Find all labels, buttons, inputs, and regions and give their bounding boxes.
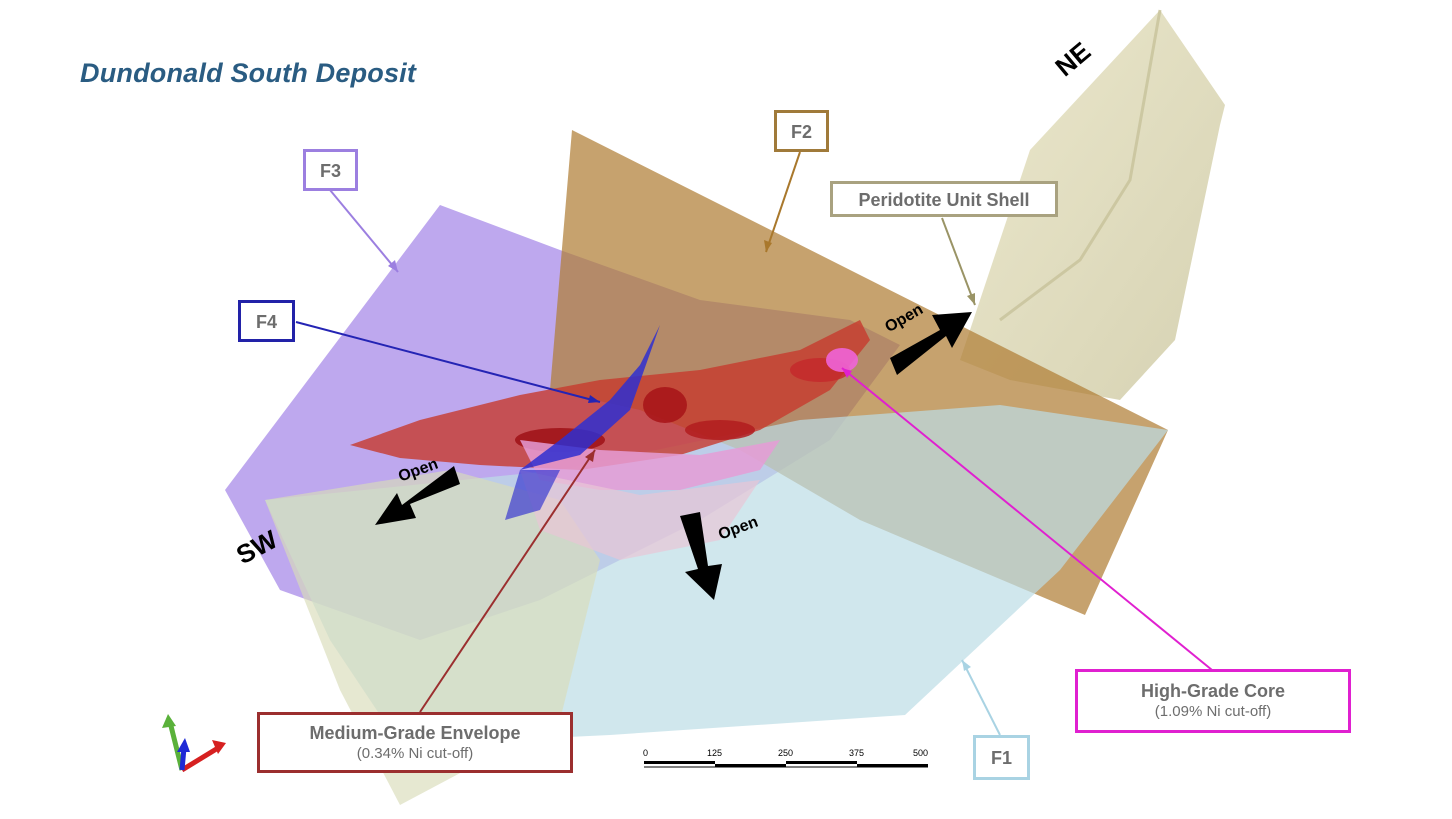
peridotite-shell-ne bbox=[960, 10, 1225, 400]
f2-leader-arrowhead bbox=[764, 240, 772, 252]
medium-grade-envelope-label: Medium-Grade Envelope (0.34% Ni cut-off) bbox=[257, 712, 573, 773]
f4-label: F4 bbox=[238, 300, 295, 342]
peridotite-shell-label: Peridotite Unit Shell bbox=[830, 181, 1058, 217]
page-title: Dundonald South Deposit bbox=[80, 58, 417, 88]
scale-tick-500: 500 bbox=[913, 748, 929, 758]
medium-grade-leader-line bbox=[419, 449, 596, 713]
f2-leader-line bbox=[765, 151, 801, 253]
f4-fault-lower bbox=[505, 470, 560, 520]
f1-leader-arrowhead bbox=[962, 660, 971, 671]
high-grade-leader-arrowhead bbox=[842, 368, 852, 378]
high-grade-core-lobe bbox=[826, 348, 858, 372]
peridotite-shell-ridge bbox=[999, 9, 1162, 322]
open-arrow-down bbox=[680, 512, 722, 600]
f4-fault-plane bbox=[520, 325, 660, 470]
high-grade-leader-line bbox=[841, 367, 1213, 671]
scale-tick-0: 0 bbox=[643, 748, 649, 758]
f1-leader-line bbox=[961, 659, 1001, 736]
high-grade-core-title: High-Grade Core bbox=[1140, 681, 1286, 701]
open-arrow-sw bbox=[375, 466, 460, 525]
f4-leader-arrowhead bbox=[588, 395, 600, 403]
axis-triad-y-head bbox=[162, 714, 176, 728]
medium-grade-leader-arrowhead bbox=[585, 450, 595, 462]
scale-tick-250: 250 bbox=[778, 748, 794, 758]
scale-tick-125: 125 bbox=[707, 748, 723, 758]
axis-triad-y bbox=[167, 721, 185, 771]
f1-label: F1 bbox=[973, 735, 1030, 780]
axis-triad-x bbox=[180, 745, 220, 773]
medium-grade-envelope-title: Medium-Grade Envelope bbox=[309, 723, 521, 743]
f3-leader-arrowhead bbox=[388, 260, 398, 272]
high-grade-core-label: High-Grade Core (1.09% Ni cut-off) bbox=[1075, 669, 1351, 733]
orebody-lobe-3 bbox=[685, 420, 755, 440]
medium-grade-envelope-cutoff: (0.34% Ni cut-off) bbox=[356, 745, 474, 762]
f3-label: F3 bbox=[303, 149, 358, 191]
high-grade-core-body bbox=[520, 440, 780, 490]
f3-leader-line bbox=[329, 189, 399, 273]
scale-bar bbox=[644, 761, 928, 768]
f2-label: F2 bbox=[774, 110, 829, 152]
f4-leader-line bbox=[295, 321, 601, 403]
open-arrow-ne bbox=[890, 312, 972, 375]
axis-triad-z-head bbox=[177, 738, 190, 752]
scale-tick-375: 375 bbox=[849, 748, 865, 758]
axis-triad-x-head bbox=[212, 740, 226, 754]
peridotite-leader-arrowhead bbox=[967, 293, 975, 305]
orebody-lobe-1 bbox=[643, 387, 687, 423]
high-grade-core-cutoff: (1.09% Ni cut-off) bbox=[1154, 703, 1272, 720]
peridotite-leader-line bbox=[941, 217, 976, 306]
